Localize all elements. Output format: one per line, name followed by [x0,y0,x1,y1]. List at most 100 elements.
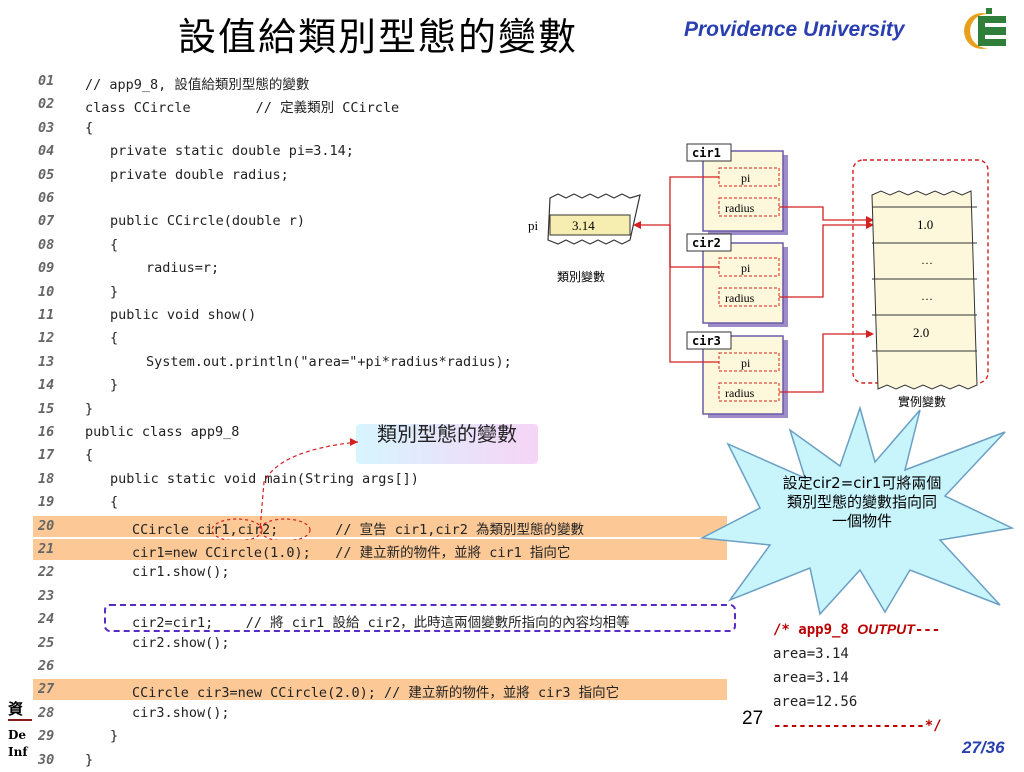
output-header: /* app9_8 OUTPUT--- [773,621,941,638]
university-name: Providence University [684,18,905,41]
line-number: 23 [38,587,55,604]
code-text: public static void main(String args[]) [110,470,419,487]
dept-line-1: De [8,728,27,742]
line-number: 20 [38,517,55,534]
code-text: private static double pi=3.14; [110,143,354,160]
page-counter: 27/36 [962,738,1005,757]
code-line: 22 cir1.show(); [0,561,740,584]
program-output: /* app9_8 OUTPUT--- area=3.14 area=3.14 … [773,617,942,738]
footer-rule [8,719,32,721]
code-line: 07 public CCircle(double r) [0,210,740,233]
line-highlight [33,539,727,560]
code-line: 01 // app9_8, 設值給類別型態的變數 [0,70,740,93]
code-line: 27 CCircle cir3=new CCircle(2.0); // 建立新的… [0,678,740,701]
callout-text: 類別型態的變數 [377,422,517,446]
line-number: 28 [38,704,55,721]
line-highlight [33,679,727,701]
dept-line-2: Inf [8,745,28,759]
line-number: 07 [38,213,55,230]
line-number: 08 [38,236,55,253]
line-number: 16 [38,424,55,440]
object-cir2: cir2 pi radius [686,233,788,327]
code-text: { [110,330,119,347]
line-number: 06 [38,190,55,206]
code-text: { [110,494,119,511]
code-line: 04 private static double pi=3.14; [0,140,740,163]
code-text: radius=r; [146,260,220,277]
code-text: // app9_8, 設值給類別型態的變數 [85,77,310,93]
pi-value: 3.14 [572,218,595,233]
code-text: } [110,728,119,745]
class-var-caption: 類別變數 [557,269,605,284]
line-number: 01 [38,73,55,89]
code-text: { [85,119,94,136]
code-line: 28 cir3.show(); [0,702,740,725]
code-line: 08 { [0,234,740,257]
slide-title: 設值給類別型態的變數 [178,15,579,59]
line-number: 25 [38,634,55,651]
svg-text:radius: radius [725,291,755,305]
line-highlight [33,515,727,537]
code-line: 10} [0,281,740,304]
line-number: 13 [38,353,55,370]
code-text: System.out.println("area="+pi*radius*rad… [146,353,512,370]
university-logo [964,8,1006,49]
line-number: 04 [38,143,55,160]
code-text: public CCircle(double r) [110,213,306,230]
line-number: 10 [38,283,55,300]
line-number: 12 [38,330,55,347]
code-text: cir3.show(); [132,704,230,721]
pointer-arrows [635,176,872,393]
svg-text:pi: pi [741,356,751,370]
dept-char: 資 [8,700,24,718]
line-number: 19 [38,494,55,511]
cir3-label: cir3 [692,334,721,348]
code-text: class CCircle // 定義類別 CCircle [85,100,400,117]
object-cir3: cir3 pi radius [686,331,788,418]
class-variable-box: pi 3.14 類別變數 [528,193,641,284]
code-line: 14} [0,374,740,397]
instance-cell-2: … [921,253,933,267]
code-line: 12 { [0,327,740,350]
line-number: 14 [38,377,55,394]
code-line: 19 { [0,491,740,514]
code-line: 23 [0,585,740,608]
object-cir1: cir1 pi radius [686,143,788,235]
code-line: 30} [0,749,740,772]
code-line: 03 { [0,117,740,140]
instance-var-caption: 實例變數 [898,394,946,409]
line-number: 29 [38,728,55,745]
line-number: 21 [38,541,55,557]
memory-diagram: pi 3.14 類別變數 cir1 pi radius cir2 pi radi… [528,143,989,418]
code-text: { [85,447,94,464]
output-footer: ------------------*/ [773,718,942,734]
output-line-2: area=3.14 [773,670,849,686]
code-text: cir1.show(); [132,564,230,581]
line-number: 03 [38,119,55,136]
line-number: 27 [38,681,55,698]
line-number: 22 [38,564,55,581]
line-number: 02 [38,96,55,113]
line-number: 26 [38,658,55,674]
code-line: 02 class CCircle // 定義類別 CCircle [0,93,740,116]
output-line-3: area=12.56 [773,694,858,710]
code-text: cir2.show(); [132,634,230,651]
code-text: } [85,400,94,417]
output-line-1: area=3.14 [773,646,849,662]
code-text: { [110,236,119,253]
cir1-label: cir1 [692,146,721,160]
code-line: 17{ [0,444,740,467]
instance-variable-area: 1.0 … … 2.0 實例變數 [852,159,989,409]
code-text: cir1=new CCircle(1.0); // 建立新的物件，並將 cir1… [132,545,571,561]
callout-connector [211,438,359,540]
code-text: public void show() [110,307,257,323]
page-number: 27 [742,708,764,729]
code-text: CCircle cir3=new CCircle(2.0); // 建立新的物件… [132,685,620,702]
svg-text:pi: pi [741,171,751,185]
